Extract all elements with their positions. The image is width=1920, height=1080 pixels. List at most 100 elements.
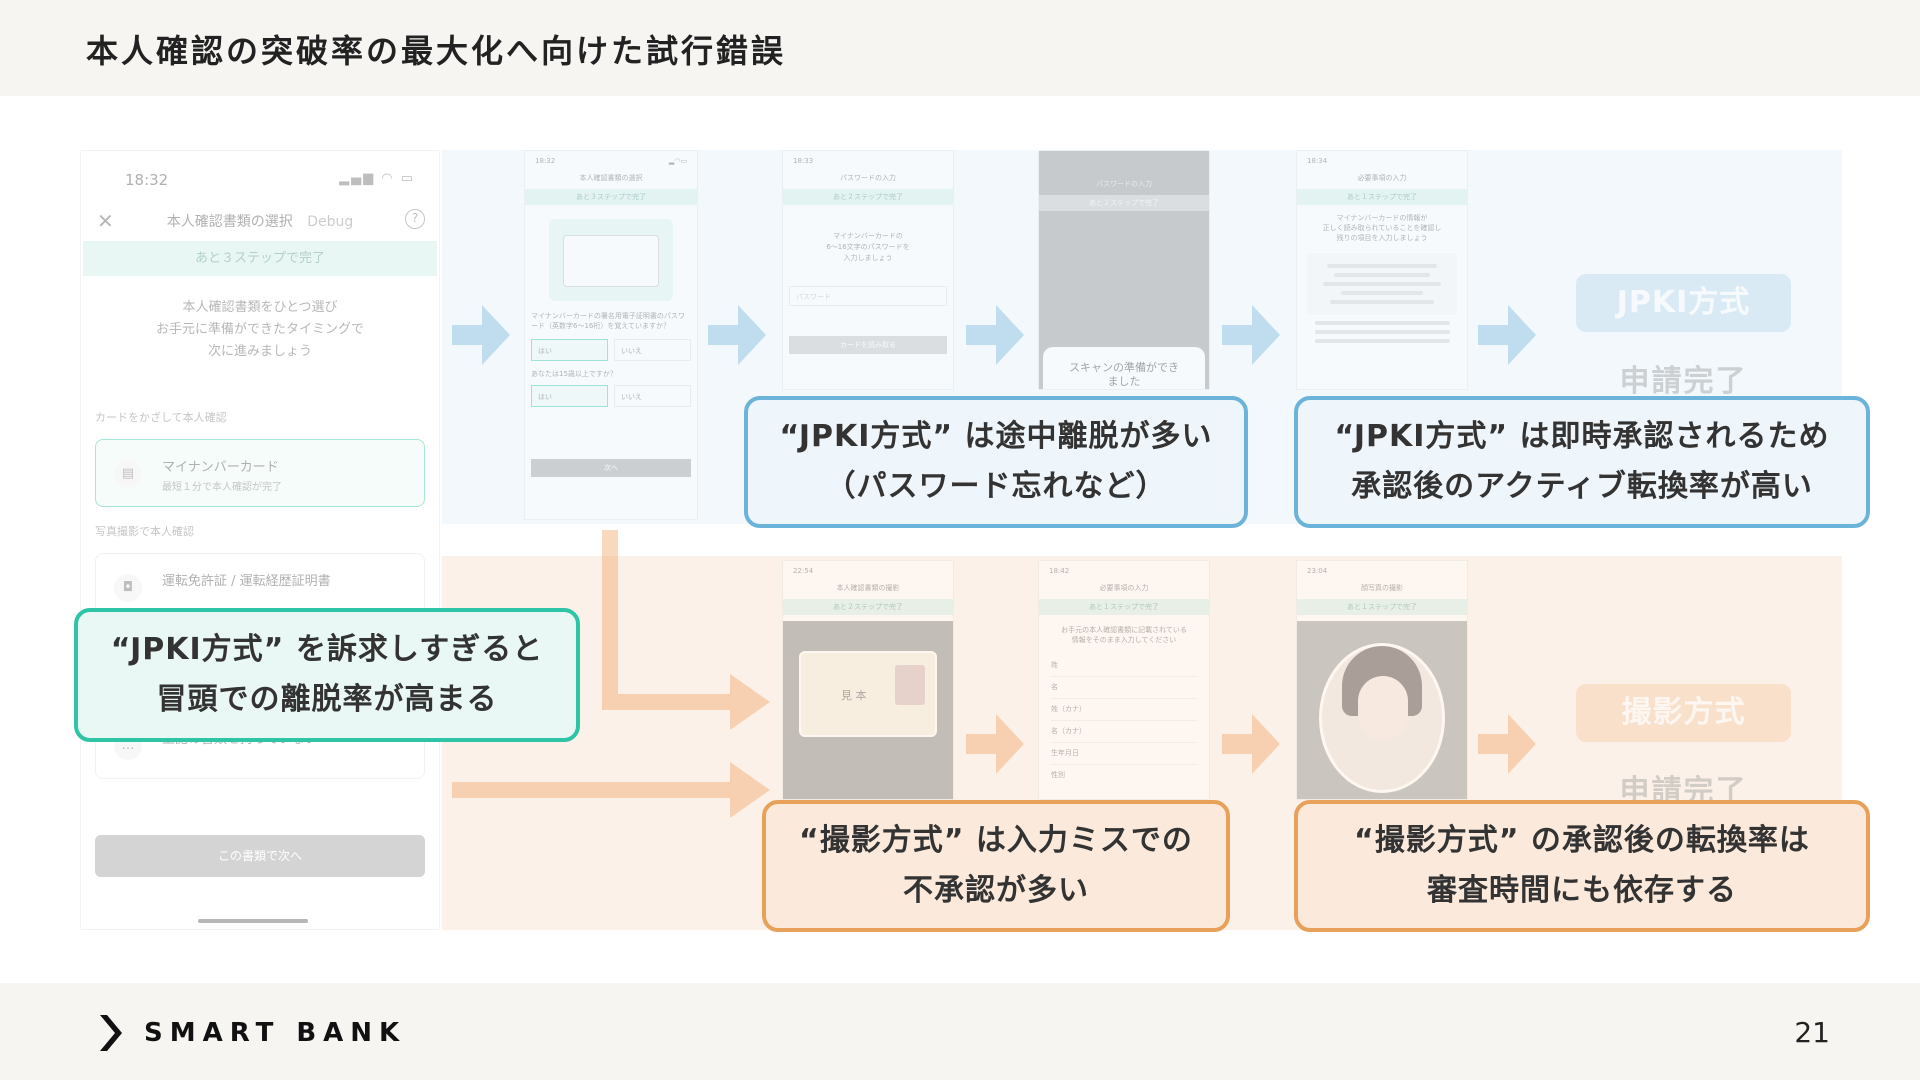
intro-text: 本人確認書類をひとつ選び お手元に準備ができたタイミングで 次に進みましょう — [81, 297, 439, 363]
steps-banner: あと１ステップで完了 — [1297, 189, 1467, 205]
jpki-application-complete: 申請完了 — [1619, 364, 1748, 399]
phone-header: 本人確認書類の選択 Debug — [81, 211, 439, 231]
phone-header-title: 必要事項の入力 — [1357, 174, 1407, 182]
callout-line: （パスワード忘れなど） — [825, 469, 1167, 504]
intro-line: 本人確認書類をひとつ選び — [182, 300, 338, 315]
status-time: 18:33 — [793, 157, 814, 165]
steps-banner: あと２ステップで完了 — [783, 189, 953, 205]
callout-jpki-approval: “JPKI方式” は即時承認されるため 承認後のアクティブ転換率が高い — [1294, 396, 1870, 528]
callout-jpki-push: “JPKI方式” を訴求しすぎると 冒頭での離脱率が高まる — [74, 608, 580, 742]
phone-header-title: 本人確認書類の選択 — [579, 174, 643, 182]
page-number: 21 — [1794, 1016, 1830, 1049]
title-bar — [0, 0, 1920, 96]
callout-line: “撮影方式” は入力ミスでの — [799, 823, 1193, 858]
input-rows — [1307, 321, 1457, 343]
status-time: 22:54 — [793, 567, 814, 575]
instruction-line: 正しく読み取られていることを確認し — [1322, 224, 1442, 232]
question-text: あなたは15歳以上ですか？ — [531, 370, 617, 378]
status-icons: ▂▄▆ ◠ ▭ — [339, 171, 415, 186]
brand-name: SMART BANK — [144, 1018, 407, 1048]
instruction-line: 6〜16文字のパスワードを — [826, 243, 910, 251]
status-icons: ▂◠▭ — [668, 157, 687, 165]
face-guide — [1319, 643, 1445, 793]
steps-banner: あと１ステップで完了 — [1297, 599, 1467, 615]
close-icon: ✕ — [97, 209, 114, 233]
phone-header-title: パスワードの入力 — [840, 174, 896, 182]
steps-banner: あと１ステップで完了 — [1039, 599, 1209, 615]
license-card: 見 本 — [799, 651, 937, 737]
next-button: 次へ — [531, 459, 691, 477]
callout-line: “JPKI方式” は途中離脱が多い — [779, 419, 1213, 454]
steps-banner: あと２ステップで完了 — [1039, 195, 1209, 211]
debug-label: Debug — [307, 214, 354, 230]
callout-photo-review: “撮影方式” の承認後の転換率は 審査時間にも依存する — [1294, 800, 1870, 932]
option-mynumber-card: ▤ マイナンバーカード 最短１分で本人確認が完了 — [95, 439, 425, 507]
callout-line: 不承認が多い — [903, 873, 1089, 908]
flow-arrow-right-icon — [966, 305, 1024, 365]
smartbank-mark-icon — [100, 1015, 122, 1051]
brand-logo: SMART BANK — [94, 1013, 406, 1053]
instruction-line: マイナンバーカードの — [833, 232, 903, 240]
home-indicator — [198, 919, 308, 923]
password-input-screenshot: 18:33 パスワードの入力 あと２ステップで完了 マイナンバーカードの 6〜1… — [782, 150, 954, 390]
license-sample-mark: 見 本 — [841, 689, 867, 702]
status-time: 23:04 — [1307, 567, 1328, 575]
flow-arrow-right-icon — [1478, 714, 1536, 774]
input-row-label: 名（カナ） — [1051, 721, 1197, 743]
instruction-line: 残りの項目を入力しましょう — [1336, 234, 1428, 242]
section-label-photo: 写真撮影で本人確認 — [95, 525, 194, 538]
flow-arrow-right-icon — [452, 305, 510, 365]
scan-sheet: スキャンの準備ができ ました — [1043, 347, 1205, 389]
footer-bar — [0, 983, 1920, 1080]
section-label-card: カードをかざして本人確認 — [95, 411, 227, 424]
intro-line: お手元に準備ができたタイミングで — [155, 322, 364, 337]
read-info-list — [1307, 253, 1457, 315]
callout-line: “JPKI方式” は即時承認されるため — [1334, 419, 1830, 454]
license-photo — [895, 665, 925, 705]
input-row-label: 姓 — [1051, 655, 1197, 677]
instruction-line: マイナンバーカードの情報が — [1336, 214, 1428, 222]
intro-line: 次に進みましょう — [207, 344, 312, 359]
input-row-label: 名 — [1051, 677, 1197, 699]
callout-photo-mistake: “撮影方式” は入力ミスでの 不承認が多い — [762, 800, 1230, 932]
input-rows: 姓 名 姓（カナ） 名（カナ） 生年月日 性別 — [1039, 645, 1209, 786]
input-row-label: 生年月日 — [1051, 743, 1197, 765]
flow-arrow-right-icon — [1222, 305, 1280, 365]
flow-arrow-right-icon — [966, 714, 1024, 774]
photo-method-badge: 撮影方式 — [1576, 684, 1791, 742]
status-time: 18:32 — [125, 171, 169, 189]
camera-view — [1297, 621, 1467, 799]
input-row-label: 性別 — [1051, 771, 1065, 779]
no-option: いいえ — [614, 385, 691, 407]
instruction-line: 入力しましょう — [843, 254, 893, 262]
jpki-confirm-screenshot: 18:34 必要事項の入力 あと１ステップで完了 マイナンバーカードの情報が 正… — [1296, 150, 1468, 390]
phone-header-title: 顔写真の撮影 — [1361, 584, 1403, 592]
phone-header-title: 本人確認書類の撮影 — [836, 584, 900, 592]
steps-banner: あと２ステップで完了 — [783, 599, 953, 615]
scan-ready-screenshot: パスワードの入力 あと２ステップで完了 スキャンの準備ができ ました — [1038, 150, 1210, 390]
face-photo-screenshot: 23:04 顔写真の撮影 あと１ステップで完了 — [1296, 560, 1468, 800]
phone-header-title: 必要事項の入力 — [1099, 584, 1149, 592]
card-illustration — [549, 219, 673, 301]
main-phone-screenshot: 18:32 ▂▄▆ ◠ ▭ ✕ 本人確認書類の選択 Debug ? あと３ステッ… — [80, 150, 440, 930]
option-subtitle: 最短１分で本人確認が完了 — [162, 482, 282, 493]
password-field: パスワード — [789, 286, 947, 306]
jpki-method-badge: JPKI方式 — [1576, 274, 1791, 332]
flow-arrow-right-icon — [708, 305, 766, 365]
callout-jpki-dropout: “JPKI方式” は途中離脱が多い （パスワード忘れなど） — [744, 396, 1248, 528]
yes-option: はい — [531, 385, 608, 407]
jpki-question-screenshot: 18:32▂◠▭ 本人確認書類の選択 あと３ステップで完了 マイナンバーカードの… — [524, 150, 698, 520]
steps-banner: あと３ステップで完了 — [525, 189, 697, 205]
camera-view: 見 本 — [783, 621, 953, 799]
yes-option: はい — [531, 339, 608, 361]
steps-banner: あと３ステップで完了 — [83, 241, 437, 276]
scan-sheet-line: スキャンの準備ができ — [1069, 361, 1179, 374]
phone-header-title: 本人確認書類の選択 — [166, 214, 293, 230]
help-icon: ? — [405, 209, 425, 229]
callout-line: 冒頭での離脱率が高まる — [156, 682, 498, 717]
option-title: マイナンバーカード — [162, 460, 279, 475]
instruction-line: お手元の本人確認書類に記載されている — [1061, 626, 1187, 634]
flow-arrow-right-icon — [1222, 714, 1280, 774]
phone-header-title: パスワードの入力 — [1096, 180, 1152, 188]
